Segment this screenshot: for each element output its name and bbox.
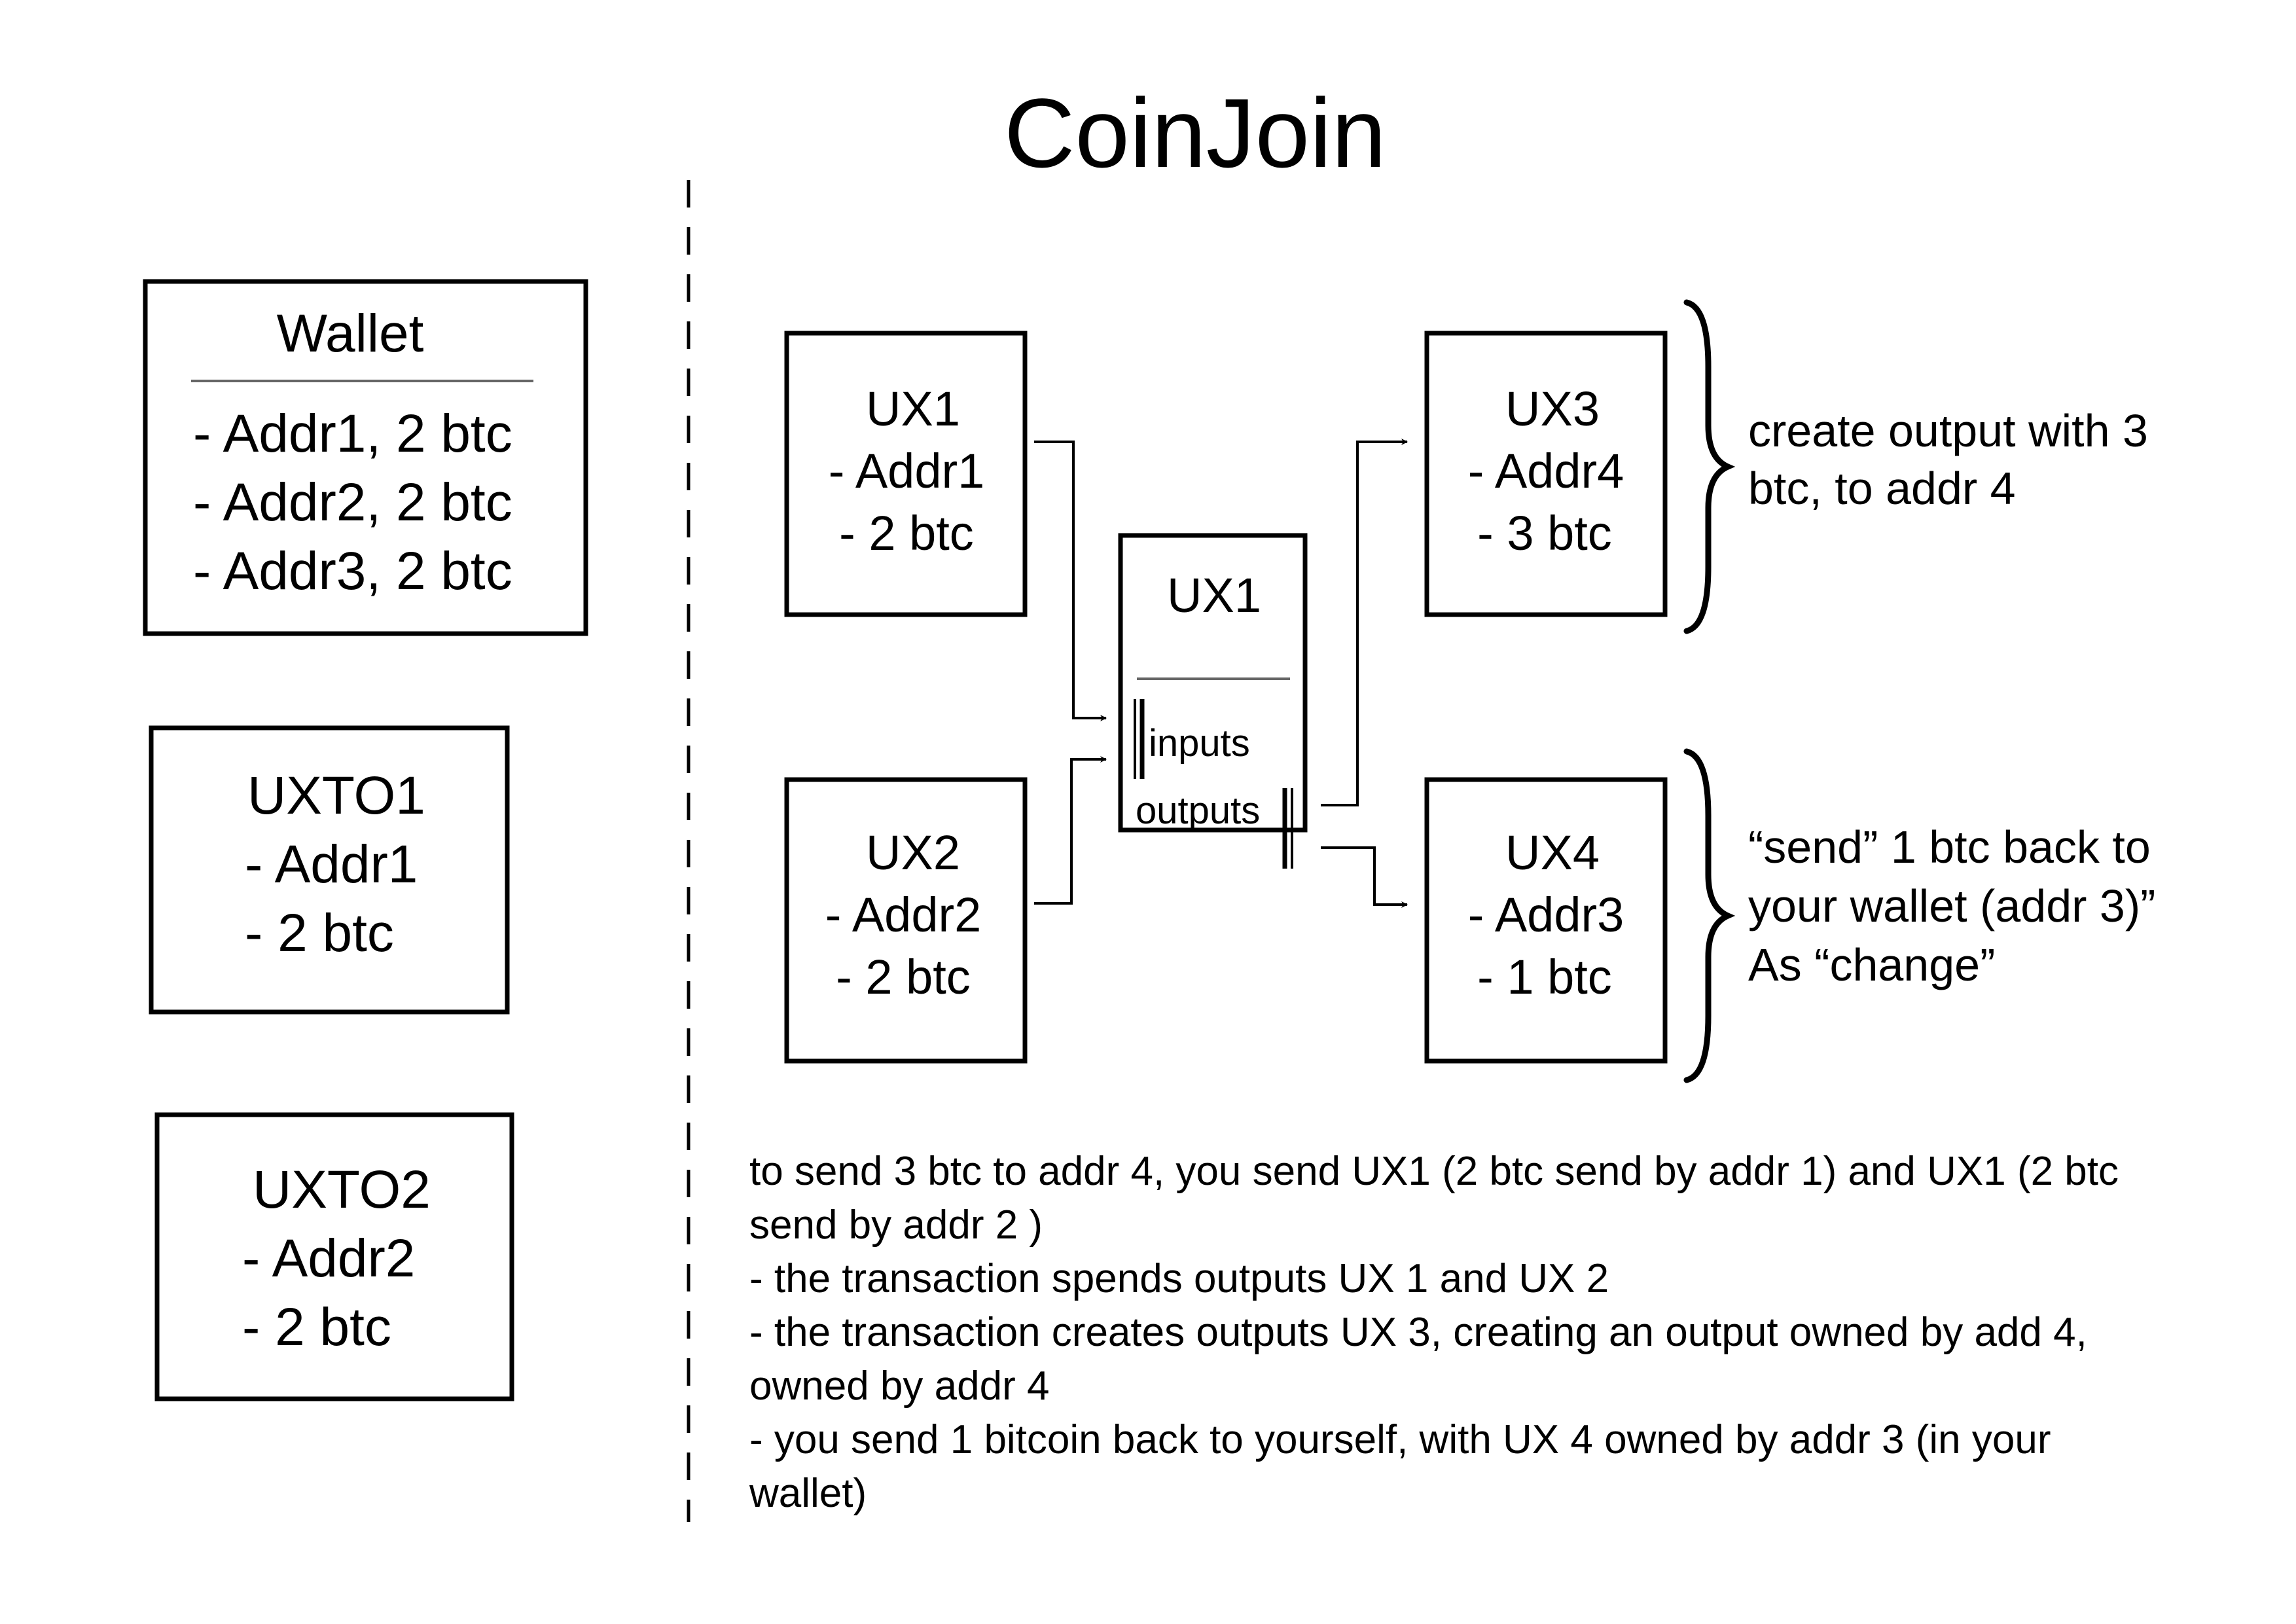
input-ux2-box: UX2 - Addr2 - 2 btc xyxy=(784,777,1028,1064)
input-ux1-line: - Addr1 xyxy=(829,444,985,498)
utxo1-line: - 2 btc xyxy=(245,903,394,963)
output-ux4-title: UX4 xyxy=(1505,825,1600,880)
explanation-line: - the transaction creates outputs UX 3, … xyxy=(749,1310,2087,1355)
explanation-line: owned by addr 4 xyxy=(749,1363,1049,1409)
utxo2-title: UXTO2 xyxy=(253,1160,431,1219)
annotation-top-line: btc, to addr 4 xyxy=(1748,463,2016,514)
output-ux3-line: - Addr4 xyxy=(1468,444,1624,498)
transaction-title: UX1 xyxy=(1167,568,1261,623)
wallet-heading: Wallet xyxy=(277,304,424,363)
arrow-ux1-to-tx xyxy=(1034,441,1107,721)
input-ux1-title: UX1 xyxy=(866,382,960,436)
wallet-item: - Addr2, 2 btc xyxy=(193,473,512,532)
input-ux1-line: - 2 btc xyxy=(839,506,974,560)
annotation-bottom-line: your wallet (addr 3)” xyxy=(1748,880,2155,931)
transaction-outputs-label: outputs xyxy=(1136,789,1260,832)
explanation-line: to send 3 btc to addr 4, you send UX1 (2… xyxy=(749,1149,2119,1194)
utxo1-box: UXTO1 - Addr1 - 2 btc xyxy=(149,725,510,1015)
explanation-line: - you send 1 bitcoin back to yourself, w… xyxy=(749,1417,2051,1462)
output-ux4-line: - 1 btc xyxy=(1477,950,1612,1004)
input-ux2-title: UX2 xyxy=(866,825,960,880)
utxo1-line: - Addr1 xyxy=(245,835,418,894)
utxo2-box: UXTO2 - Addr2 - 2 btc xyxy=(154,1112,514,1401)
output-ux3-line: - 3 btc xyxy=(1477,506,1612,560)
arrow-tx-to-ux4 xyxy=(1321,846,1408,908)
utxo2-line: - Addr2 xyxy=(242,1229,415,1288)
diagram-title: CoinJoin xyxy=(1004,78,1386,188)
arrow-ux2-to-tx xyxy=(1034,756,1107,905)
arrow-tx-to-ux3 xyxy=(1321,439,1408,806)
output-ux4-line: - Addr3 xyxy=(1468,888,1624,942)
transaction-inputs-label: inputs xyxy=(1149,722,1250,765)
input-ux2-line: - Addr2 xyxy=(825,888,982,942)
explanation-text: to send 3 btc to addr 4, you send UX1 (2… xyxy=(749,1149,2119,1516)
annotation-bottom-line: As “change” xyxy=(1748,939,1995,990)
output-ux4-box: UX4 - Addr3 - 1 btc xyxy=(1424,777,1668,1064)
explanation-line: wallet) xyxy=(749,1471,867,1516)
annotation-top-line: create output with 3 xyxy=(1748,405,2148,456)
annotation-bottom-line: “send” 1 btc back to xyxy=(1748,821,2151,873)
brace-top xyxy=(1683,299,1736,634)
wallet-item: - Addr3, 2 btc xyxy=(193,541,512,601)
wallet-box: Wallet - Addr1, 2 btc - Addr2, 2 btc - A… xyxy=(143,279,588,636)
utxo2-line: - 2 btc xyxy=(242,1297,391,1357)
input-ux2-line: - 2 btc xyxy=(836,950,971,1004)
output-ux3-title: UX3 xyxy=(1505,382,1600,436)
output-ux3-box: UX3 - Addr4 - 3 btc xyxy=(1424,331,1668,617)
utxo1-title: UXTO1 xyxy=(247,766,425,825)
explanation-line: send by addr 2 ) xyxy=(749,1202,1043,1248)
transaction-box: UX1 inputs outputs xyxy=(1118,533,1308,869)
input-ux1-box: UX1 - Addr1 - 2 btc xyxy=(784,331,1028,617)
explanation-line: - the transaction spends outputs UX 1 an… xyxy=(749,1256,1609,1301)
brace-bottom xyxy=(1683,748,1736,1083)
wallet-item: - Addr1, 2 btc xyxy=(193,404,512,463)
